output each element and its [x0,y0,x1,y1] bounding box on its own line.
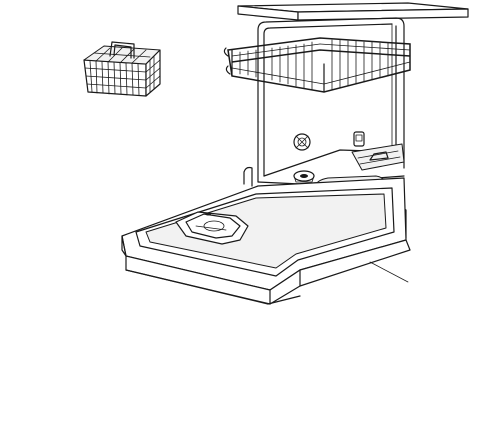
cutlery-basket-icon [84,42,160,96]
countertop-icon [238,3,468,20]
spray-arm-icon [294,171,314,182]
upper-rack-icon [224,38,410,92]
dishwasher-door-icon [122,178,410,304]
